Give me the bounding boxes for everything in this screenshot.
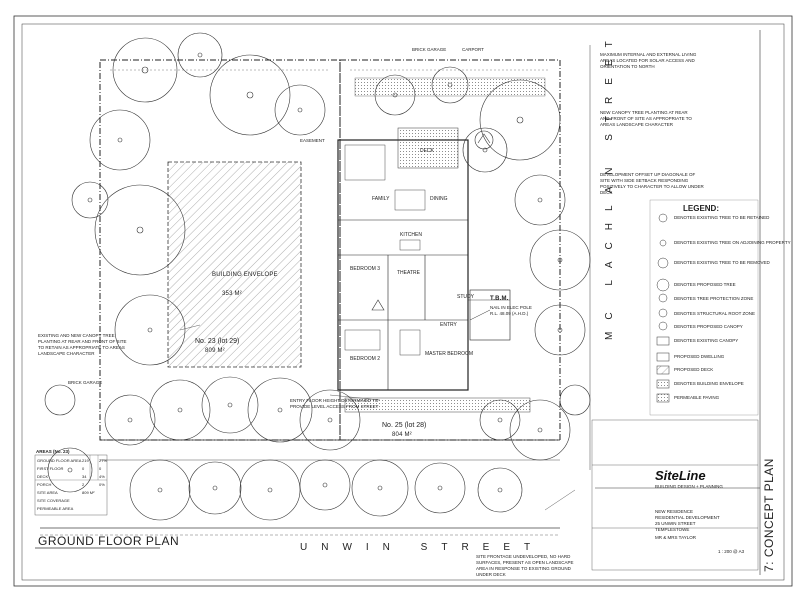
note-left-4: LANDSCAPE CHARACTER	[38, 351, 95, 356]
areas-table-cell-label: FIRST FLOOR	[37, 466, 64, 471]
note-right-1b: AREAS LOCATED FOR SOLAR ACCESS AND	[600, 58, 695, 63]
room-deck: DECK	[420, 148, 434, 154]
legend-item: DENOTES TREE PROTECTION ZONE	[674, 296, 754, 301]
room-study: STUDY	[457, 294, 474, 300]
project-line-3: 25 UNWIN STREET	[655, 521, 696, 526]
drawing-title: GROUND FLOOR PLAN	[38, 534, 180, 548]
note-entry-2: PROVIDE LEVEL ACCESS FROM STREET	[290, 404, 379, 409]
legend-item: PROPOSED DECK	[674, 367, 714, 372]
note-bottom-3: AREA IN RESPONSE TO EXISTING GROUND	[476, 566, 571, 571]
section-marker-icon	[371, 299, 385, 311]
house-plan	[337, 139, 511, 391]
room-kitchen: KITCHEN	[400, 232, 422, 238]
sheet-border-outer	[13, 15, 793, 587]
areas-table-cell-v2: 0%	[99, 482, 105, 487]
lot-25-boundary	[339, 59, 561, 441]
room-dining: DINING	[430, 196, 448, 202]
legend-title: LEGEND:	[683, 204, 719, 213]
brick-garage-top-label: BRICK GARAGE	[412, 47, 447, 52]
tbm-sub-2: R.L. 48.09 (A.H.D.)	[490, 311, 529, 316]
company-logo: SiteLine	[655, 468, 706, 483]
lot-23-label: No. 23 (lot 29)	[195, 338, 240, 345]
note-right-2b: AND FRONT OF SITE AS APPROPRIATE TO	[600, 116, 692, 121]
title-block-frame	[591, 419, 759, 571]
project-line-4: TEMPLESTOWE	[655, 527, 690, 532]
areas-table-cell-v1: 219	[82, 458, 89, 463]
north-arrow-icon	[474, 130, 494, 150]
legend-item: DENOTES EXISTING TREE ON ADJOINING PROPE…	[674, 240, 791, 245]
room-master-bedroom: MASTER BEDROOM	[425, 351, 474, 357]
tbm-sub-1: NAIL IN ELEC POLE	[490, 305, 532, 310]
areas-table-cell-label: DECK	[37, 474, 49, 479]
legend-item: DENOTES BUILDING ENVELOPE	[674, 381, 744, 386]
drawing-scale: 1 : 200 @ A3	[718, 549, 745, 554]
tree-canopies	[44, 32, 591, 521]
legend-item: DENOTES PROPOSED TREE	[674, 282, 736, 287]
legend-item: PERMEABLE PAVING	[674, 395, 720, 400]
legend-item: PROPOSED DWELLING	[674, 354, 725, 359]
legend-item: DENOTES PROPOSED CANOPY	[674, 324, 743, 329]
areas-table-cell-label: PERMEABLE AREA	[37, 506, 74, 511]
areas-table-cell-v2: 0	[99, 466, 102, 471]
note-right-2c: AREAS LANDSCAPE CHARACTER	[600, 122, 674, 127]
street-name-bottom: UNWIN STREET	[300, 542, 545, 553]
legend-item: DENOTES EXISTING CANOPY	[674, 338, 739, 343]
building-envelope	[167, 161, 302, 368]
project-line-1: NEW RESIDENCE	[655, 509, 694, 514]
note-bottom-1: SITE FRONTAGE UNDEVELOPED, NO HARD	[476, 554, 571, 559]
legend-item: DENOTES EXISTING TREE TO BE REMOVED	[674, 260, 770, 265]
legend-item: DENOTES STRUCTURAL ROOT ZONE	[674, 311, 756, 316]
note-bottom-4: UNDER DECK	[476, 572, 506, 577]
note-bottom-2: SURFACES, PRESENT AS OPEN LANDSCAPE	[476, 560, 574, 565]
room-bedroom-2: BEDROOM 2	[350, 356, 381, 362]
sheet-border-inner	[21, 23, 785, 581]
areas-table-cell-v1: 34	[82, 474, 87, 479]
areas-table-frame	[34, 454, 108, 516]
note-left-3: TO RETAIN AS APPROPRIATE TO AREAS	[38, 345, 125, 350]
brick-garage-left-label: BRICK GARAGE	[68, 380, 103, 385]
areas-table-cell-label: SITE AREA	[37, 490, 58, 495]
room-family: FAMILY	[372, 196, 390, 202]
note-right-3d: DECK	[600, 190, 613, 195]
areas-table-cell-v2: 4%	[99, 474, 105, 479]
note-right-2a: NEW CANOPY TREE PLANTING AT REAR	[600, 110, 688, 115]
lot-25-label: No. 25 (lot 28)	[382, 422, 427, 429]
room-bedroom-3: BEDROOM 3	[350, 266, 381, 272]
note-right-1c: ORIENTATION TO NORTH	[600, 64, 655, 69]
legend-symbols	[656, 213, 670, 403]
lot-25-area: 804 M²	[392, 432, 412, 438]
note-right-3a: DEVELOPMENT OFFSET UP DIAGONALE OF	[600, 172, 696, 177]
tbm-label: T.B.M.	[490, 296, 509, 302]
note-left-1: EXISTING AND NEW CANOPY TREE	[38, 333, 115, 338]
areas-table-title: AREAS (No. 23)	[36, 449, 70, 454]
sheet-title: 7: CONCEPT PLAN	[762, 458, 776, 572]
note-entry-1: ENTRY FLOOR HEIGHT DETERMINED TO	[290, 398, 379, 403]
room-entry: ENTRY	[440, 322, 457, 328]
legend-item: DENOTES EXISTING TREE TO BE RETAINED	[674, 215, 770, 220]
project-line-2: RESIDENTIAL DEVELOPMENT	[655, 515, 720, 520]
room-theatre: THEATRE	[397, 270, 420, 276]
client-name: MR & MRS TAYLOR	[655, 535, 697, 540]
areas-table-cell-label: PORCH	[37, 482, 52, 487]
note-left-2: PLANTING AT REAR AND FRONT OF SITE	[38, 339, 127, 344]
areas-table-cell-v1: 0	[82, 466, 85, 471]
building-envelope-label: BUILDING ENVELOPE	[212, 272, 278, 278]
lot-23-area: 809 M²	[205, 348, 225, 354]
areas-table-cell-v1: 809 M²	[82, 490, 95, 495]
note-right-3b: SITE WITH SIDE SETBACK RESPONDING	[600, 178, 689, 183]
carport-label: CARPORT	[462, 47, 484, 52]
easement-label: EASEMENT	[300, 138, 325, 143]
areas-table-cell-v2: 27%	[99, 458, 108, 463]
company-logo-sub: BUILDING DESIGN + PLANNING	[655, 484, 723, 489]
areas-table-cell-label: GROUND FLOOR AREA	[37, 458, 82, 463]
areas-table-cell-label: SITE COVERAGE	[37, 498, 70, 503]
note-right-1a: MAXIMUM INTERNAL AND EXTERNAL LIVING	[600, 52, 697, 57]
note-right-3c: POSITIVELY TO CHARACTER TO ALLOW UNDER	[600, 184, 704, 189]
building-envelope-area: 353 M²	[222, 291, 242, 297]
deck-area	[397, 127, 459, 169]
areas-table-cell-v1: 2	[82, 482, 85, 487]
